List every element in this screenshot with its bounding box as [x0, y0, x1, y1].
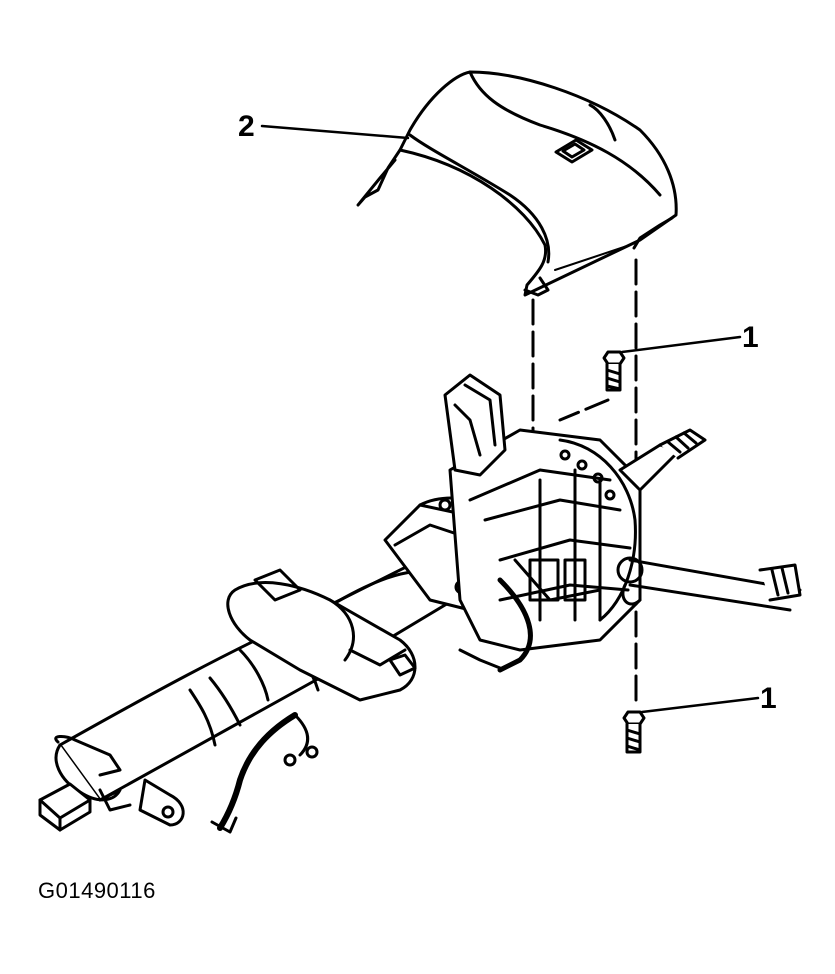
- steering-column-assembly: [38, 373, 802, 834]
- upper-column-cover: [356, 70, 678, 297]
- upper-screw-callout-number: 1: [742, 321, 759, 354]
- upper-screw: [602, 350, 626, 392]
- cover-leader-line: [260, 124, 410, 140]
- lower-screw-leader-line: [640, 696, 760, 714]
- figure-id: G01490116: [38, 878, 156, 903]
- cover-callout-number: 2: [238, 110, 255, 143]
- upper-screw-leader-line: [620, 335, 742, 354]
- alignment-lines: [531, 258, 638, 702]
- lower-screw: [622, 710, 646, 754]
- lower-screw-callout-number: 1: [760, 682, 777, 715]
